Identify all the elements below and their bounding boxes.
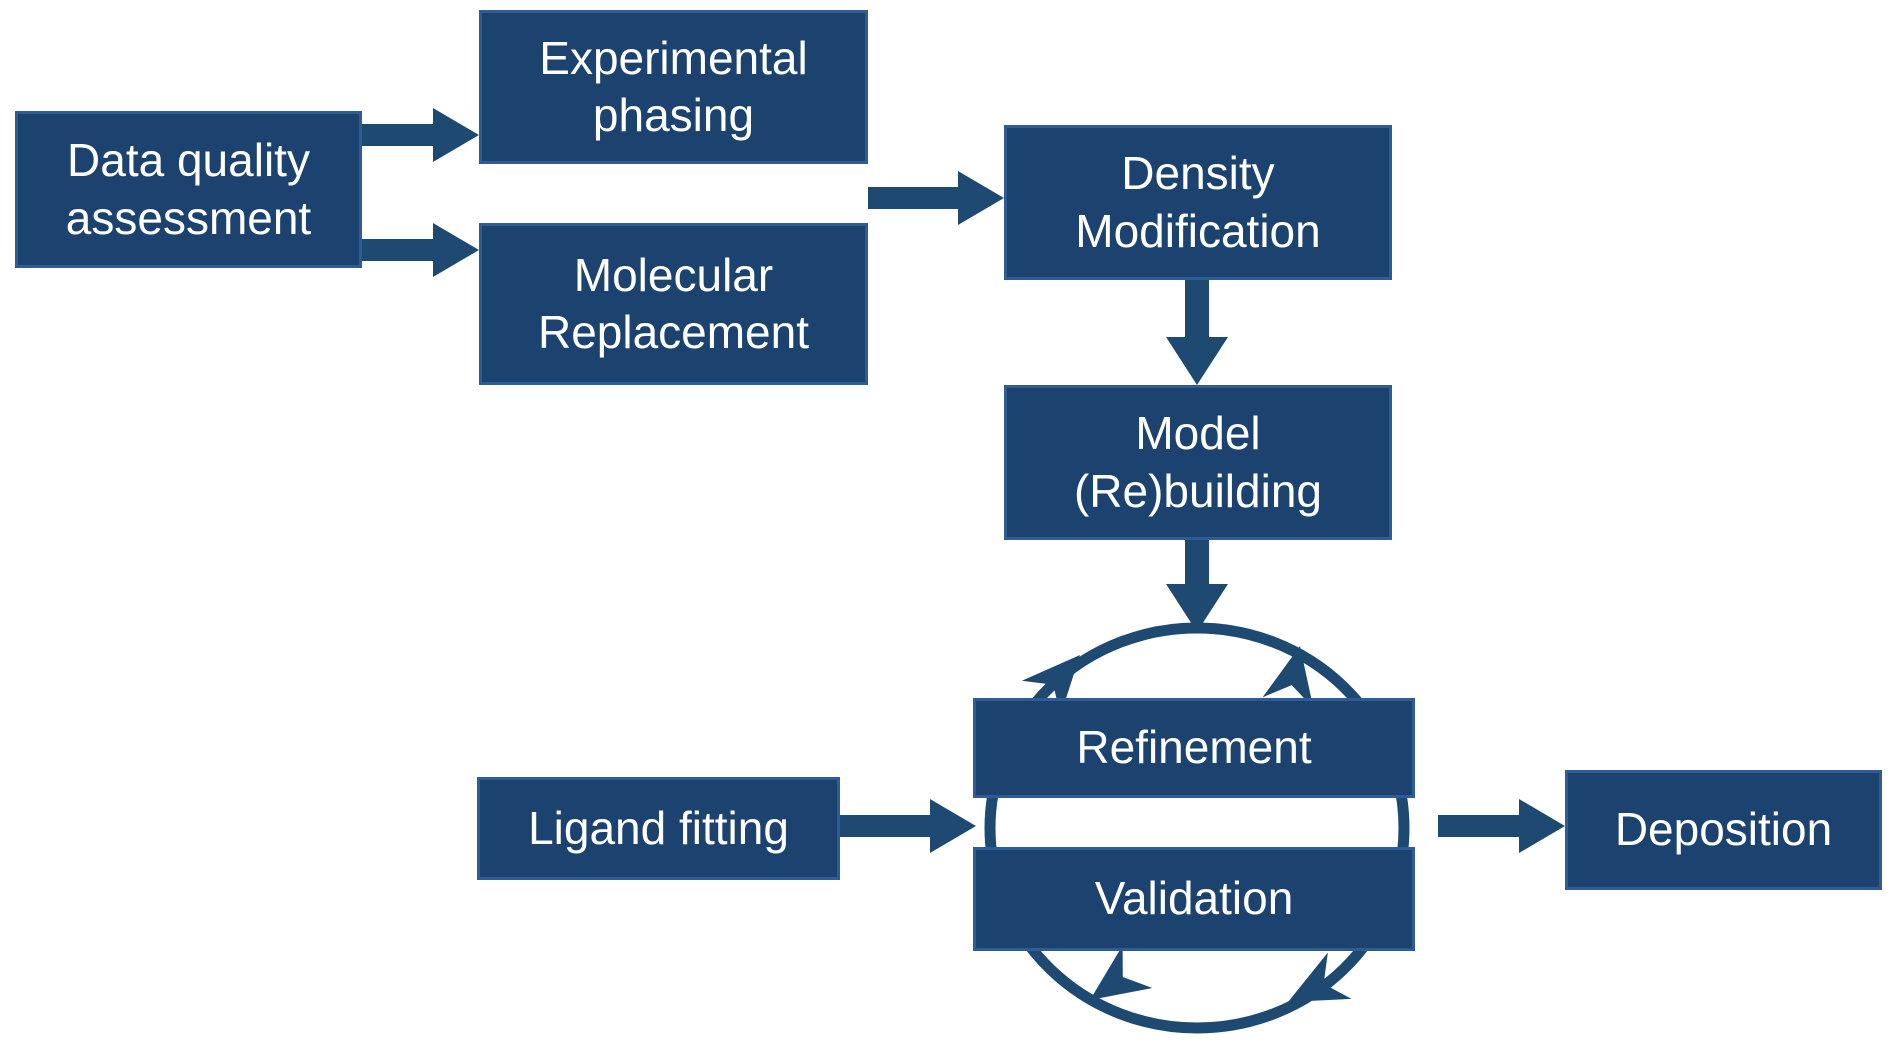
- node-label-line: assessment: [65, 191, 312, 244]
- node-label-line: Data quality: [67, 134, 310, 187]
- node-molecular-replacement: Molecular Replacement: [479, 223, 868, 385]
- arrow-dataquality-to-molecular-icon: [362, 223, 479, 277]
- node-label-line: Modification: [1075, 204, 1321, 257]
- cycle-arrowhead-top-left-icon: [1021, 655, 1080, 716]
- node-label-line: Model: [1135, 407, 1261, 460]
- node-model-rebuilding: Model (Re)building: [1004, 385, 1392, 540]
- node-label-line: (Re)building: [1073, 464, 1322, 517]
- arrow-ligand-to-cycle-icon: [840, 799, 976, 853]
- node-experimental-phasing: Experimental phasing: [479, 10, 868, 164]
- cycle-arrowhead-top-right-icon: [1262, 646, 1314, 709]
- arrow-density-to-model-icon: [1166, 280, 1228, 385]
- node-label-line: Density: [1121, 147, 1275, 200]
- node-data-quality-assessment: Data quality assessment: [15, 111, 362, 268]
- cycle-circle: [984, 622, 1410, 1034]
- node-label-line: phasing: [592, 89, 755, 141]
- node-label-line: Experimental: [539, 31, 808, 84]
- node-refinement: Refinement: [973, 698, 1415, 798]
- node-deposition: Deposition: [1565, 770, 1882, 890]
- node-ligand-fitting: Ligand fitting: [477, 777, 840, 880]
- node-label-line: Molecular: [573, 248, 774, 301]
- cycle-arrowhead-bottom-left-icon: [1090, 945, 1153, 1000]
- cycle-arrowhead-bottom-right-icon: [1288, 952, 1352, 1002]
- arrow-dataquality-to-experimental-icon: [362, 108, 479, 162]
- node-label-line: Validation: [1094, 872, 1294, 925]
- arrow-model-to-cycle-icon: [1166, 540, 1228, 632]
- node-density-modification: Density Modification: [1004, 125, 1392, 280]
- node-label-line: Deposition: [1614, 803, 1833, 856]
- arrow-cycle-to-deposition-icon: [1438, 799, 1565, 853]
- node-validation: Validation: [973, 847, 1415, 951]
- arrow-phasing-to-density-icon: [868, 171, 1004, 225]
- node-label-line: Ligand fitting: [528, 801, 789, 854]
- node-label-line: Replacement: [537, 306, 810, 358]
- node-label-line: Refinement: [1076, 721, 1312, 774]
